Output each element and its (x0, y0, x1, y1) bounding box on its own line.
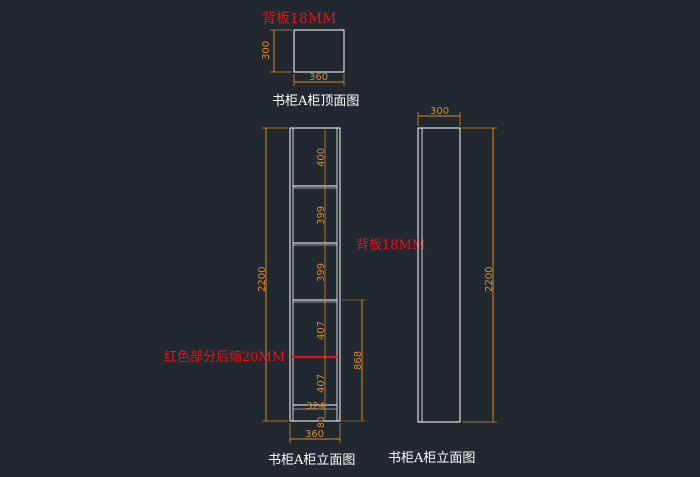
side-outline (417, 127, 461, 423)
side-view-title: 书柜A柜立面图 (388, 451, 475, 466)
side-height-dim-text: 2200 (484, 267, 495, 292)
front-height-dim-text: 2200 (257, 267, 268, 292)
shelf-3-dim-text: 399 (316, 263, 327, 282)
front-back-panel-label: 背板18MM (356, 238, 425, 253)
side-depth-dim-text: 300 (430, 106, 449, 117)
top-view-outline (293, 29, 345, 73)
shelf-4-dim-text: 407 (316, 321, 327, 340)
front-view: 2200 400 399 399 407 407 324 80 红色部分后缩20… (164, 127, 366, 468)
top-depth-dim-text: 300 (261, 41, 272, 60)
front-view-title: 书柜A柜立面图 (268, 453, 355, 468)
shelf-5-dim-text: 407 (316, 374, 327, 393)
top-back-panel-label: 背板18MM (262, 11, 336, 27)
side-view: 300 2200 书柜A柜立面图 (388, 106, 497, 466)
red-inset-label: 红色部分后缩20MM (164, 349, 285, 365)
top-width-dim-text: 360 (309, 72, 328, 83)
shelf-2-dim-text: 399 (316, 206, 327, 225)
front-width-dim-text: 360 (305, 429, 324, 440)
plinth-dim-text: 80 (317, 416, 327, 428)
top-view: 背板18MM 300 360 书柜A柜顶面图 (261, 11, 359, 109)
shelf-1-dim-text: 400 (316, 148, 327, 167)
top-view-title: 书柜A柜顶面图 (272, 94, 359, 109)
front-outline (289, 127, 341, 422)
door-height-dim-text: 868 (353, 351, 364, 370)
bottom-gap-dim-text: 324 (306, 401, 325, 412)
